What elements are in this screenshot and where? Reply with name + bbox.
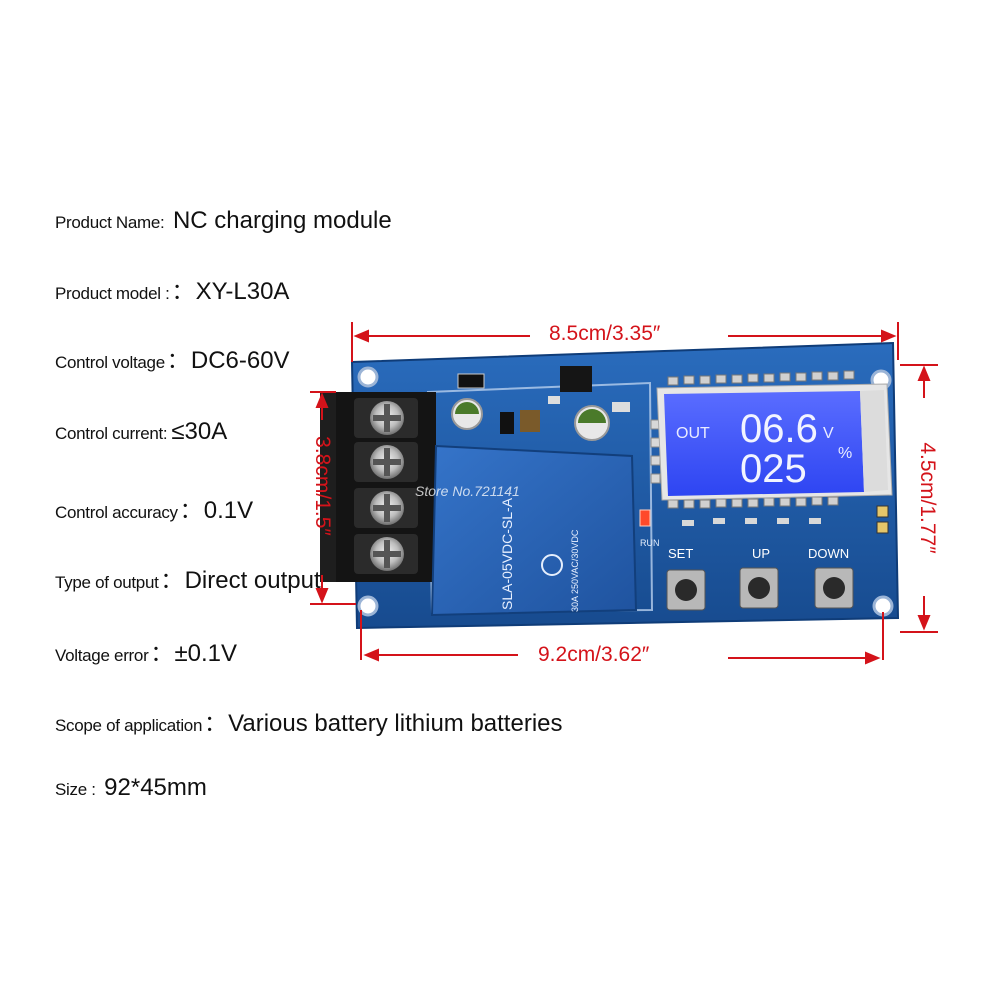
run-led-label: RUN bbox=[640, 538, 660, 548]
button-down: DOWN bbox=[808, 546, 854, 609]
spec-product-model: Product model :：XY-L30A bbox=[55, 278, 290, 305]
spec-label: Scope of application bbox=[55, 716, 203, 735]
button-set: SET bbox=[666, 546, 706, 611]
button-up-label: UP bbox=[752, 546, 770, 561]
mounting-hole bbox=[357, 366, 379, 388]
spec-value: NC charging module bbox=[172, 207, 392, 234]
smd-component bbox=[548, 396, 560, 404]
dimension-top-width: 8.5cm/3.35″ bbox=[549, 322, 661, 345]
spec-voltage-error: Voltage error：±0.1V bbox=[55, 640, 237, 667]
spec-label: Type of output bbox=[55, 573, 159, 592]
spec-label: Size : bbox=[55, 780, 96, 799]
spec-label: Product model : bbox=[55, 284, 170, 303]
spec-product-name: Product Name: NC charging module bbox=[55, 207, 392, 235]
mounting-hole bbox=[357, 595, 379, 617]
spec-type-of-output: Type of output：Direct output bbox=[55, 567, 321, 594]
spec-value: 0.1V bbox=[203, 497, 254, 524]
button-set-label: SET bbox=[668, 546, 693, 561]
lcd-pins bbox=[667, 370, 855, 509]
resistor-row bbox=[682, 518, 821, 526]
spec-value: DC6-60V bbox=[190, 347, 290, 374]
smd-chip bbox=[560, 366, 592, 392]
spec-value: ±0.1V bbox=[174, 640, 237, 667]
lcd-out-label: OUT bbox=[676, 425, 710, 442]
run-led bbox=[639, 509, 651, 527]
lcd-percent-reading: 025 bbox=[740, 447, 807, 491]
spec-value: Various battery lithium batteries bbox=[228, 710, 563, 737]
smd-component bbox=[520, 410, 540, 432]
relay: SLA-05VDC-SL-A 30A 250VAC/30VDC bbox=[430, 444, 638, 617]
spec-value: 92*45mm bbox=[104, 774, 207, 801]
lcd-percent-unit: % bbox=[838, 445, 852, 462]
dimension-left-height: 3.8cm/1.5″ bbox=[311, 436, 334, 536]
smd-component bbox=[457, 373, 485, 389]
terminal-block bbox=[320, 392, 436, 582]
spec-label: Voltage error bbox=[55, 646, 149, 665]
spec-label: Control accuracy bbox=[55, 503, 178, 522]
relay-model-text: SLA-05VDC-SL-A bbox=[499, 497, 515, 610]
lcd-voltage-reading: 06.6 bbox=[740, 407, 818, 451]
relay-rating-text: 30A 250VAC/30VDC bbox=[570, 529, 580, 612]
dimension-bottom-width: 9.2cm/3.62″ bbox=[538, 643, 650, 666]
button-down-label: DOWN bbox=[808, 546, 849, 561]
terminal-screw bbox=[354, 488, 418, 528]
spec-control-current: Control current:≤30A bbox=[55, 418, 227, 446]
spec-scope-of-application: Scope of application：Various battery lit… bbox=[55, 710, 563, 737]
terminal-screw bbox=[354, 442, 418, 482]
store-watermark: Store No.721141 bbox=[415, 483, 520, 499]
spec-label: Control voltage bbox=[55, 353, 165, 372]
lcd-voltage-unit: V bbox=[823, 425, 834, 442]
spec-value: XY-L30A bbox=[195, 278, 290, 305]
smd-component bbox=[612, 402, 630, 412]
button-up: UP bbox=[739, 546, 779, 609]
spec-value: ≤30A bbox=[171, 418, 228, 445]
spec-control-accuracy: Control accuracy：0.1V bbox=[55, 497, 254, 524]
spec-value: Direct output bbox=[184, 567, 321, 594]
terminal-screw bbox=[354, 398, 418, 438]
dimension-lines bbox=[310, 322, 938, 665]
dimension-right-height: 4.5cm/1.77″ bbox=[916, 442, 939, 554]
header-pins-right bbox=[876, 505, 889, 534]
spec-label: Control current: bbox=[55, 424, 168, 443]
lcd-display: OUT 06.6 V 025 % bbox=[656, 383, 893, 501]
spec-size: Size : 92*45mm bbox=[55, 774, 207, 802]
spec-control-voltage: Control voltage：DC6-60V bbox=[55, 347, 290, 374]
smd-component bbox=[500, 412, 514, 434]
terminal-screw bbox=[354, 534, 418, 574]
spec-label: Product Name: bbox=[55, 213, 165, 232]
